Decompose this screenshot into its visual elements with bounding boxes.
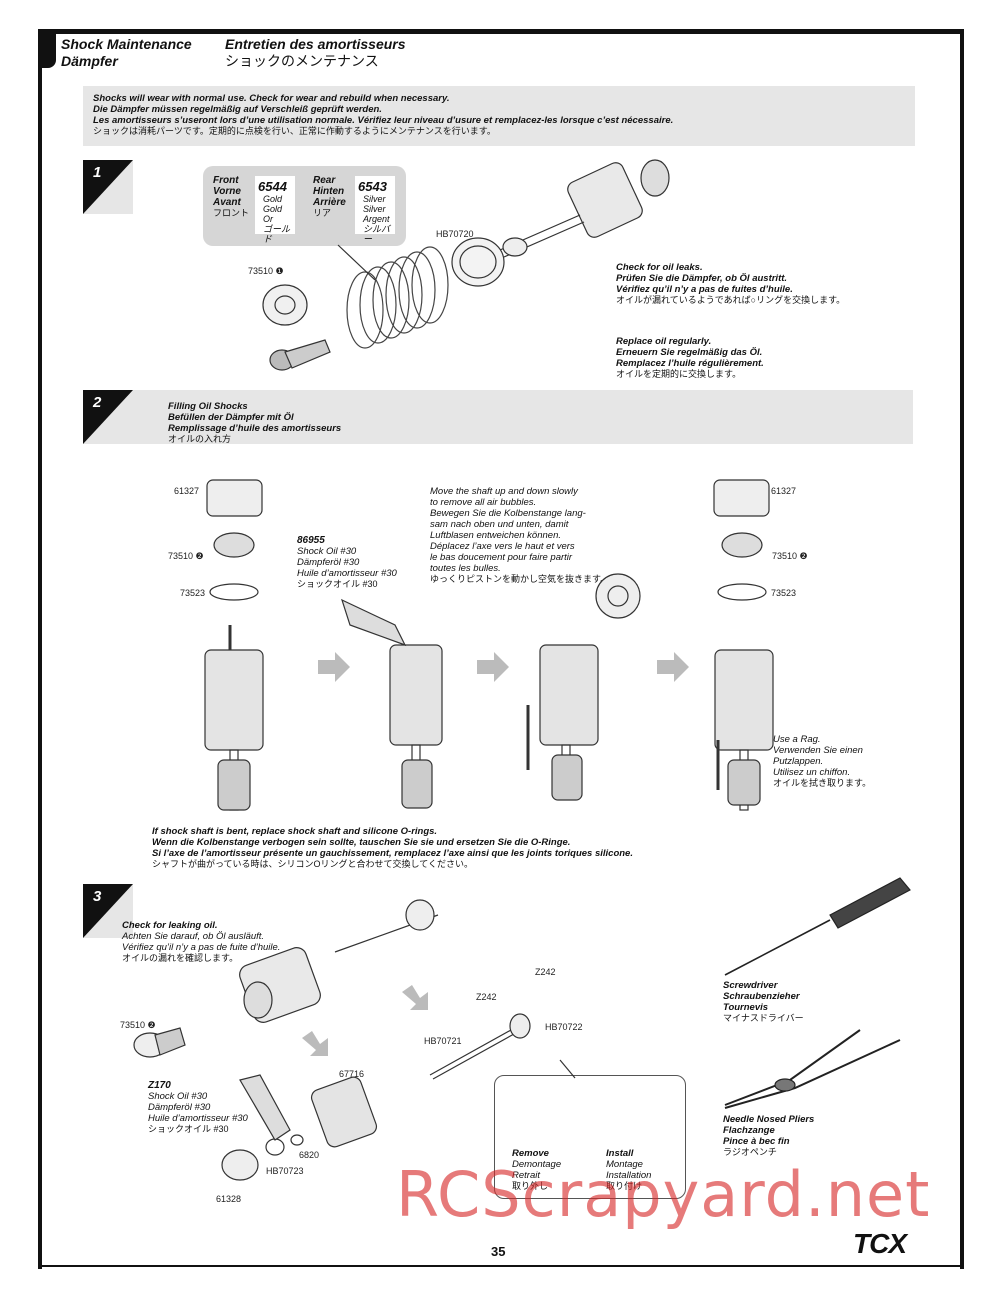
label-73523-right: 73523 bbox=[771, 588, 797, 598]
title-de: Dämpfer bbox=[61, 53, 118, 69]
intro-box: Shocks will wear with normal use. Check … bbox=[83, 86, 915, 146]
label-hb70722: HB70722 bbox=[545, 1022, 583, 1032]
intro-fr: Les amortisseurs s’useront lors d’une ut… bbox=[93, 115, 674, 126]
front-part-box: 6544 Gold Gold Or ゴールド bbox=[255, 176, 295, 244]
front-label: Front Vorne Avant フロント bbox=[213, 175, 249, 219]
screwdriver-illustration bbox=[724, 877, 911, 976]
label-61327-right: 61327 bbox=[771, 486, 797, 496]
page-number: 35 bbox=[491, 1244, 506, 1259]
rear-part-box: 6543 Silver Silver Argent シルバー bbox=[355, 176, 395, 244]
title-fr: Entretien des amortisseurs bbox=[225, 36, 406, 52]
front-de: Vorne bbox=[213, 186, 241, 197]
label-61328: 61328 bbox=[216, 1194, 242, 1204]
front-color-de: Gold bbox=[263, 204, 283, 214]
step1-rod-end-illustration bbox=[269, 339, 331, 371]
front-ja: フロント bbox=[213, 208, 250, 218]
rear-color-fr: Argent bbox=[363, 214, 390, 224]
step3-flow-arrows bbox=[302, 985, 428, 1056]
rear-fr: Arrière bbox=[313, 197, 346, 208]
page-frame-top bbox=[38, 29, 964, 34]
watermark: RCScrapyard.net bbox=[396, 1158, 931, 1231]
front-color-en: Gold bbox=[263, 194, 283, 204]
label-z242-left: Z242 bbox=[476, 992, 497, 1002]
label-73510-step1: 73510 ❶ bbox=[248, 266, 284, 276]
label-hb70721: HB70721 bbox=[424, 1036, 462, 1046]
page-title: Shock Maintenance Entretien des amortisse… bbox=[61, 36, 406, 70]
callout-pointer bbox=[337, 244, 376, 281]
step2-number: 2 bbox=[93, 394, 102, 411]
step2-shock-left-illustration bbox=[204, 479, 264, 811]
rear-label: Rear Hinten Arrière リア bbox=[313, 175, 346, 219]
intro-ja: ショックは消耗パーツです。定期的に点検を行い、正常に作動するようにメンテナンスを… bbox=[93, 126, 496, 136]
step1-oil-note: Replace oil regularly.Erneuern Sie regel… bbox=[616, 336, 764, 379]
rear-ja: リア bbox=[313, 208, 332, 218]
step1-spring-illustration bbox=[346, 246, 449, 349]
rear-color-ja: シルバー bbox=[363, 224, 391, 244]
step2-shock-bleeding-illustration bbox=[526, 573, 641, 801]
pliers-illustration bbox=[724, 1029, 901, 1109]
step3-number: 3 bbox=[93, 888, 102, 905]
step2-bent-shaft-note: If shock shaft is bent, replace shock sh… bbox=[152, 826, 633, 869]
page-frame-bottom bbox=[38, 1265, 964, 1267]
intro-en: Shocks will wear with normal use. Check … bbox=[93, 93, 450, 104]
page-frame-left bbox=[38, 29, 42, 1269]
intro-de: Die Dämpfer müssen regelmäßig auf Versch… bbox=[93, 104, 382, 115]
step3-oil-label: Z170 Shock Oil #30 Dämpferöl #30 Huile d… bbox=[148, 1080, 248, 1134]
step1-number: 1 bbox=[93, 164, 102, 181]
step3-leak-note: Check for leaking oil. Achten Sie darauf… bbox=[122, 920, 281, 963]
label-67716: 67716 bbox=[339, 1069, 365, 1079]
front-en: Front bbox=[213, 175, 239, 186]
label-73510-right: 73510 ❷ bbox=[772, 551, 808, 561]
label-6820: 6820 bbox=[299, 1150, 320, 1160]
tcx-logo: TCX bbox=[853, 1228, 907, 1259]
front-fr: Avant bbox=[213, 197, 241, 208]
spring-color-callout: Front Vorne Avant フロント 6544 Gold Gold Or… bbox=[203, 166, 406, 246]
label-73523-left: 73523 bbox=[180, 588, 206, 598]
step2-shock-right-illustration bbox=[713, 479, 774, 811]
step2-bar bbox=[83, 390, 913, 444]
rear-en: Rear bbox=[313, 175, 336, 186]
step3-shaft-illustration bbox=[429, 1013, 531, 1080]
label-hb70720: HB70720 bbox=[436, 229, 474, 239]
title-tab bbox=[38, 30, 56, 68]
front-part-number: 6544 bbox=[258, 179, 287, 194]
page-frame-right bbox=[960, 29, 964, 1269]
label-73510-left: 73510 ❷ bbox=[168, 551, 204, 561]
front-color-fr: Or bbox=[263, 214, 273, 224]
title-en: Shock Maintenance bbox=[61, 36, 192, 52]
step2-oil-label: 86955 Shock Oil #30 Dämpferöl #30 Huile … bbox=[297, 535, 397, 589]
rear-de: Hinten bbox=[313, 186, 345, 197]
step1-leak-note: Check for oil leaks.Prüfen Sie die Dämpf… bbox=[616, 262, 846, 305]
label-61327-left: 61327 bbox=[174, 486, 200, 496]
front-color-ja: ゴールド bbox=[263, 224, 291, 244]
rear-color-en: Silver bbox=[363, 194, 386, 204]
label-z242-top: Z242 bbox=[535, 967, 556, 977]
step1-spring-cup-illustration bbox=[262, 284, 308, 326]
title-ja: ショックのメンテナンス bbox=[225, 53, 379, 69]
rear-color-de: Silver bbox=[363, 204, 386, 214]
label-hb70723: HB70723 bbox=[266, 1166, 304, 1176]
rear-part-number: 6543 bbox=[358, 179, 387, 194]
step2-flow-arrows bbox=[318, 652, 689, 682]
step2-shock-filling-illustration bbox=[341, 598, 443, 809]
label-73510-step3: 73510 ❷ bbox=[120, 1020, 156, 1030]
